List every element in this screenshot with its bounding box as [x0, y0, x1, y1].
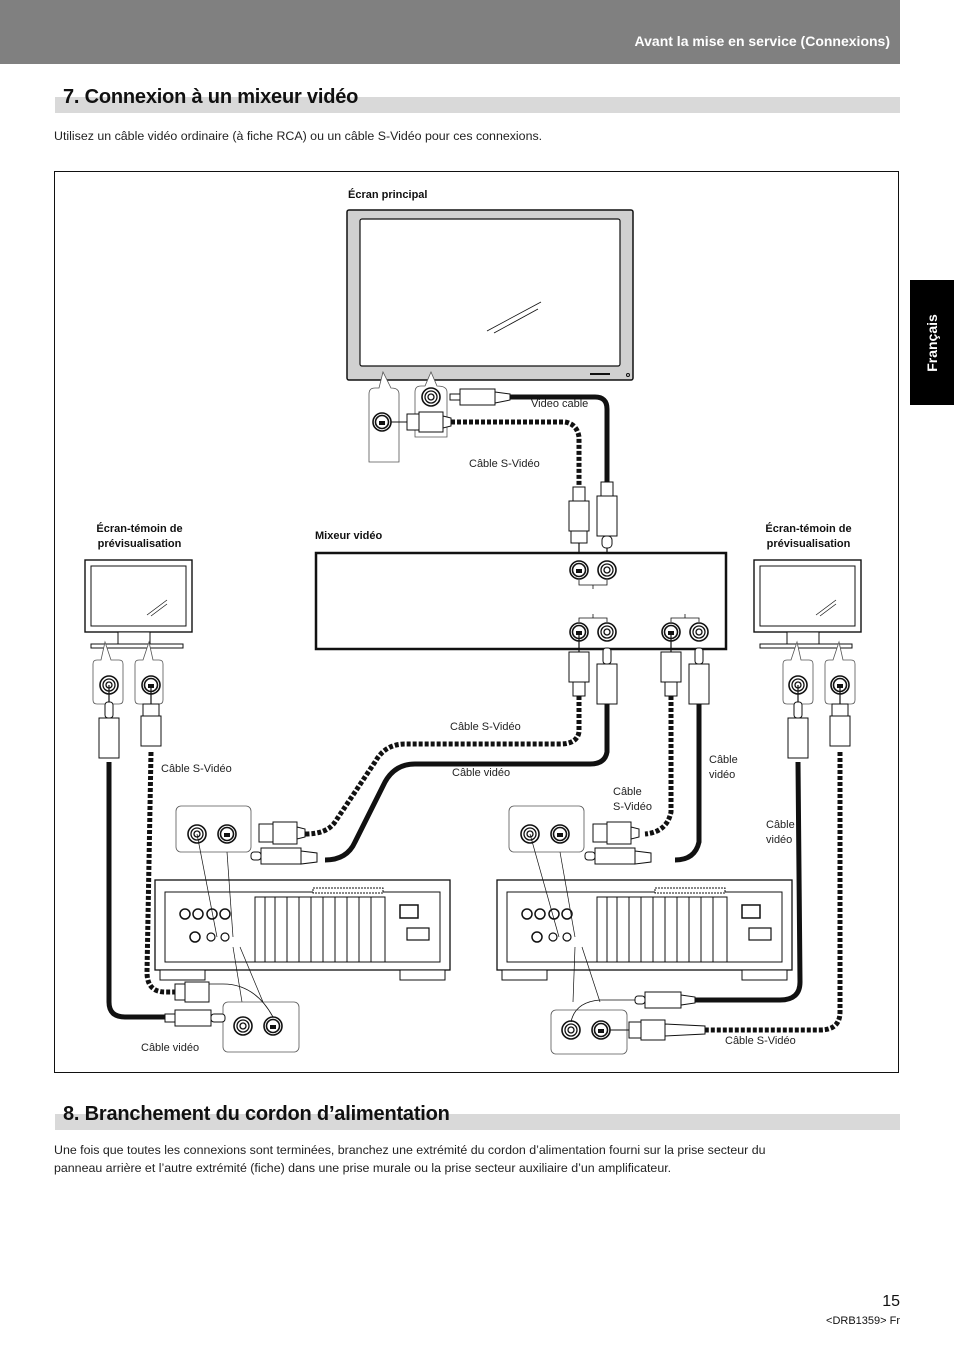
page-number: 15 [882, 1293, 900, 1310]
diagram-drawing [84, 209, 862, 1055]
section8-title-bar [55, 1114, 900, 1130]
main-screen-label: Écran principal [348, 189, 428, 201]
preview-monitor-left-label: Écran-témoin de prévisualisation [77, 522, 202, 552]
video-cable-right-mid-line2: vidéo [709, 769, 736, 781]
section8-body-line1: Une fois que toutes les connexions sont … [54, 1143, 766, 1157]
main-screen-drawing [346, 209, 634, 381]
section7-intro: Utilisez un câble vidéo ordinaire (à fic… [54, 129, 543, 143]
section7-title-bar [55, 97, 900, 113]
header-section-label: Avant la mise en service (Connexions) [634, 33, 890, 49]
preview-monitor-left-label-line1: Écran-témoin de [96, 523, 183, 535]
left-player-rear-panel-drawing [154, 833, 451, 1003]
s-video-cable-right-mid-line1: Câble [613, 786, 642, 798]
s-video-cable-right-mid-label: Câble S-Vidéo [613, 785, 652, 815]
video-cable-far-right-line2: vidéo [766, 834, 793, 846]
language-tab-label: Français [924, 313, 940, 372]
mixer-box-drawing [314, 551, 728, 651]
video-cable-far-right-label: Câble vidéo [766, 818, 795, 848]
section8-body-line2: panneau arrière et l’autre extrémité (fi… [54, 1161, 672, 1175]
preview-monitor-right-label-line1: Écran-témoin de [765, 523, 852, 535]
video-cable-middle-label: Câble vidéo [452, 767, 511, 779]
preview-monitor-right-label: Écran-témoin de prévisualisation [746, 522, 871, 552]
s-video-cable-bottom-right-label: Câble S-Vidéo [725, 1035, 796, 1047]
preview-monitor-left-label-line2: prévisualisation [97, 538, 182, 550]
s-video-cable-right-mid-line2: S-Vidéo [613, 801, 652, 813]
s-video-cable-top-label: Câble S-Vidéo [469, 458, 540, 470]
video-mixer-label: Mixeur vidéo [315, 530, 383, 542]
language-tab: Français [910, 280, 954, 405]
video-cable-top-label: Video cable [531, 398, 589, 410]
preview-monitor-right-label-line2: prévisualisation [766, 538, 851, 550]
video-cable-far-right-line1: Câble [766, 819, 795, 831]
section8-title: 8. Branchement du cordon d’alimentation [63, 1103, 450, 1125]
section7-title: 7. Connexion à un mixeur vidéo [63, 86, 359, 108]
s-video-cable-middle-label: Câble S-Vidéo [450, 721, 521, 733]
s-video-cable-left-label: Câble S-Vidéo [161, 763, 232, 775]
left-preview-monitor-drawing [84, 559, 193, 649]
right-player-rear-panel-drawing [496, 833, 793, 1003]
header-band: Avant la mise en service (Connexions) [0, 0, 900, 64]
connection-diagram: Écran principal Mixeur vidéo Écran-témoi… [54, 171, 899, 1073]
video-cable-bottom-left-label: Câble vidéo [141, 1042, 200, 1054]
right-preview-monitor-drawing [753, 559, 862, 649]
video-cable-right-mid-label: Câble vidéo [709, 753, 738, 783]
video-cable-right-mid-line1: Câble [709, 754, 738, 766]
document-code: <DRB1359> Fr [826, 1315, 900, 1327]
